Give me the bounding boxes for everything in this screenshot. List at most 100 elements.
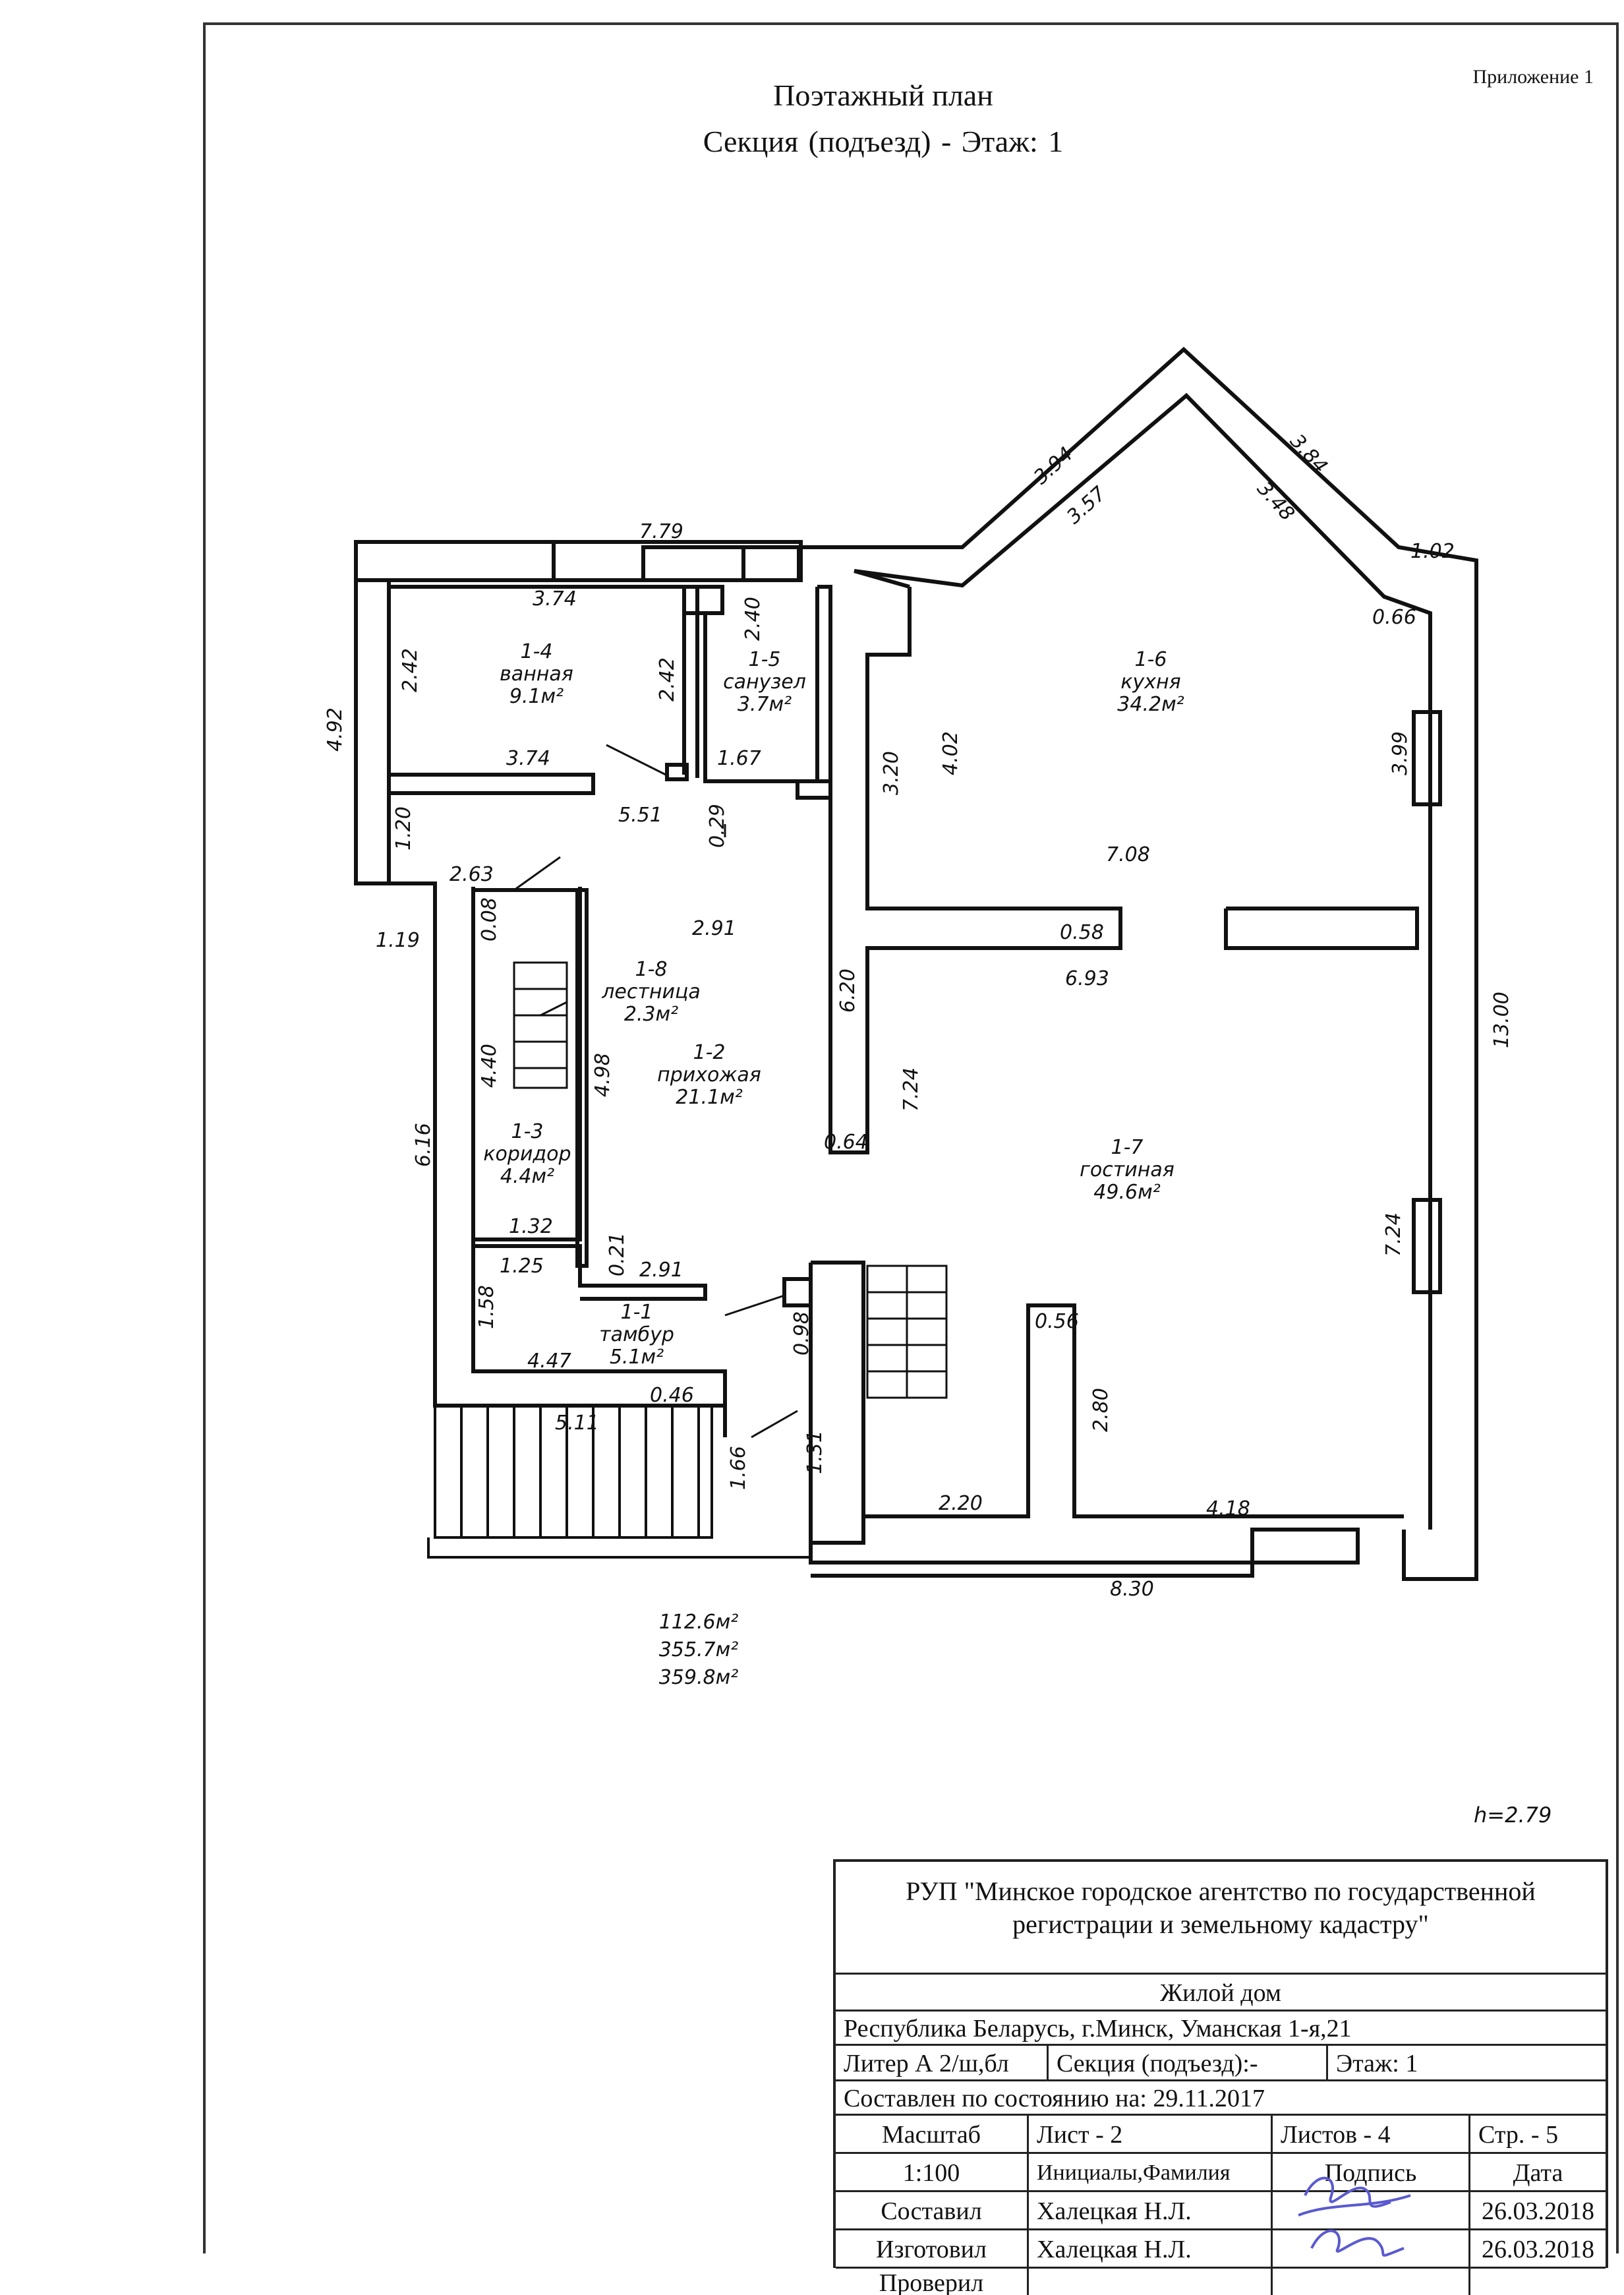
scale-label: Масштаб xyxy=(881,2121,981,2149)
room-area-1-1: 5.1м² xyxy=(610,1346,664,1369)
section: Секция (подъезд):- xyxy=(1047,2046,1326,2081)
floor: Этаж: 1 xyxy=(1326,2046,1606,2081)
organization-name: РУП "Минское городское агентство по госу… xyxy=(906,1876,1536,1939)
dim-label: 2.20 xyxy=(939,1492,983,1515)
signature-header: Подпись xyxy=(1271,2154,1468,2192)
role-compiled: Составил xyxy=(881,2197,982,2225)
dim-label: 0.58 xyxy=(1060,921,1104,944)
total-area-2: 355.7м² xyxy=(659,1638,739,1661)
room-id-1-3: 1-3 xyxy=(511,1120,544,1143)
dim-label: 2.42 xyxy=(399,648,422,692)
dim-label: 4.40 xyxy=(478,1044,501,1088)
dim-label: 1.32 xyxy=(509,1215,553,1238)
dimension-labels: 7.79 3.74 2.42 2.42 4.92 3.74 2.40 1.67 … xyxy=(324,430,1513,1601)
title-block: РУП "Минское городское агентство по госу… xyxy=(833,1859,1608,2295)
section-floor-line: Секция (подъезд) - Этаж: 1 xyxy=(703,125,1064,158)
room-name-1-1: тамбур xyxy=(599,1323,674,1346)
dim-label: 1.66 xyxy=(727,1446,750,1490)
page-title: Поэтажный план xyxy=(773,78,993,112)
dim-label: 6.93 xyxy=(1065,967,1109,990)
date-compiled: 26.03.2018 xyxy=(1468,2192,1606,2230)
room-area-1-6: 34.2м² xyxy=(1117,693,1184,716)
state-date: Составлен по состоянию на: 29.11.2017 xyxy=(844,2085,1265,2112)
initials-header: Инициалы,Фамилия xyxy=(1027,2154,1271,2192)
room-id-1-6: 1-6 xyxy=(1135,648,1167,671)
room-area-1-4: 9.1м² xyxy=(509,685,564,708)
dim-label: 7.79 xyxy=(639,520,683,543)
name-checked xyxy=(1027,2269,1271,2295)
dim-label: 4.98 xyxy=(591,1053,614,1097)
room-labels: 1-4 ванная 9.1м² 1-5 санузел 3.7м² 1-6 к… xyxy=(483,640,1184,1369)
dim-label: 1.20 xyxy=(392,806,415,850)
room-id-1-1: 1-1 xyxy=(621,1301,653,1324)
dim-label: 3.74 xyxy=(506,747,550,770)
interior-stairs xyxy=(513,961,948,1399)
room-id-1-8: 1-8 xyxy=(635,958,668,981)
dim-label: 1.58 xyxy=(475,1285,498,1329)
sheet-number: Лист - 2 xyxy=(1027,2116,1271,2154)
dim-label: 4.92 xyxy=(324,707,347,752)
dim-label: 0.66 xyxy=(1372,606,1416,629)
role-checked: Проверил xyxy=(879,2269,984,2295)
dim-label: 1.25 xyxy=(500,1255,544,1278)
dim-label: 6.20 xyxy=(836,969,859,1013)
dim-label: 3.20 xyxy=(880,751,903,795)
total-area-3: 359.8м² xyxy=(659,1666,739,1689)
object-row: Жилой дом xyxy=(836,1973,1606,2012)
dim-label: 2.42 xyxy=(656,657,679,701)
sheet-count: Листов - 4 xyxy=(1271,2116,1468,2154)
dim-label: 4.02 xyxy=(939,731,962,775)
page-number: Стр. - 5 xyxy=(1468,2116,1606,2154)
dim-label: 4.18 xyxy=(1206,1497,1250,1520)
room-id-1-5: 1-5 xyxy=(749,648,781,671)
dim-label: 2.80 xyxy=(1089,1388,1113,1432)
dim-label: 0.21 xyxy=(606,1232,629,1276)
room-name-1-6: кухня xyxy=(1120,671,1180,694)
room-name-1-5: санузел xyxy=(723,671,806,694)
liter-row: Литер А 2/ш,бл Секция (подъезд):- Этаж: … xyxy=(836,2044,1606,2081)
scale-value: 1:100 xyxy=(902,2159,960,2187)
room-area-1-8: 2.3м² xyxy=(624,1003,678,1026)
room-name-1-8: лестница xyxy=(601,980,701,1003)
dim-label: 7.24 xyxy=(900,1067,923,1112)
dim-label: 0.64 xyxy=(824,1131,868,1154)
room-name-1-3: коридор xyxy=(483,1143,571,1166)
dim-label: 3.99 xyxy=(1389,731,1412,775)
signature-made xyxy=(1271,2230,1468,2269)
date-checked xyxy=(1468,2269,1606,2295)
entrance-steps xyxy=(427,1404,811,1559)
dim-label: 2.91 xyxy=(639,1259,683,1282)
walls xyxy=(354,346,1478,1581)
room-area-1-7: 49.6м² xyxy=(1093,1181,1160,1204)
dim-label: 3.57 xyxy=(1062,482,1111,529)
date-header: Дата xyxy=(1468,2154,1606,2192)
dim-label: 3.84 xyxy=(1285,430,1332,478)
dim-label: 2.91 xyxy=(692,917,736,940)
sheet-row: Масштаб Лист - 2 Листов - 4 Стр. - 5 xyxy=(836,2114,1606,2154)
page-frame xyxy=(203,22,1619,2253)
handwritten-signature-icon xyxy=(1298,2176,1411,2257)
dim-label: 7.24 xyxy=(1382,1212,1405,1257)
maker-row: Изготовил Халецкая Н.Л. 26.03.2018 xyxy=(836,2228,1606,2269)
name-made: Халецкая Н.Л. xyxy=(1027,2230,1271,2269)
ceiling-height: h=2.79 xyxy=(1474,1803,1552,1828)
room-id-1-4: 1-4 xyxy=(521,640,553,663)
room-name-1-2: прихожая xyxy=(657,1063,761,1087)
dim-label: 0.46 xyxy=(650,1384,694,1407)
object-type: Жилой дом xyxy=(1160,1979,1281,2007)
room-name-1-4: ванная xyxy=(500,663,573,686)
dim-label: 2.40 xyxy=(741,597,765,641)
room-area-1-2: 21.1м² xyxy=(676,1086,742,1109)
area-totals: 112.6м² 355.7м² 359.8м² xyxy=(659,1611,739,1689)
dim-label: 1.31 xyxy=(803,1430,826,1474)
dim-label: 2.63 xyxy=(450,863,494,886)
liter: Литер А 2/ш,бл xyxy=(844,2050,1009,2077)
dim-label: 5.11 xyxy=(555,1412,599,1435)
dim-label: 7.08 xyxy=(1106,843,1150,866)
role-made: Изготовил xyxy=(876,2236,987,2263)
dim-label: 0.29 xyxy=(706,804,729,848)
dim-label: 8.30 xyxy=(1110,1578,1154,1601)
address-row: Республика Беларусь, г.Минск, Уманская 1… xyxy=(836,2010,1606,2046)
dim-label: 0.56 xyxy=(1035,1310,1079,1333)
